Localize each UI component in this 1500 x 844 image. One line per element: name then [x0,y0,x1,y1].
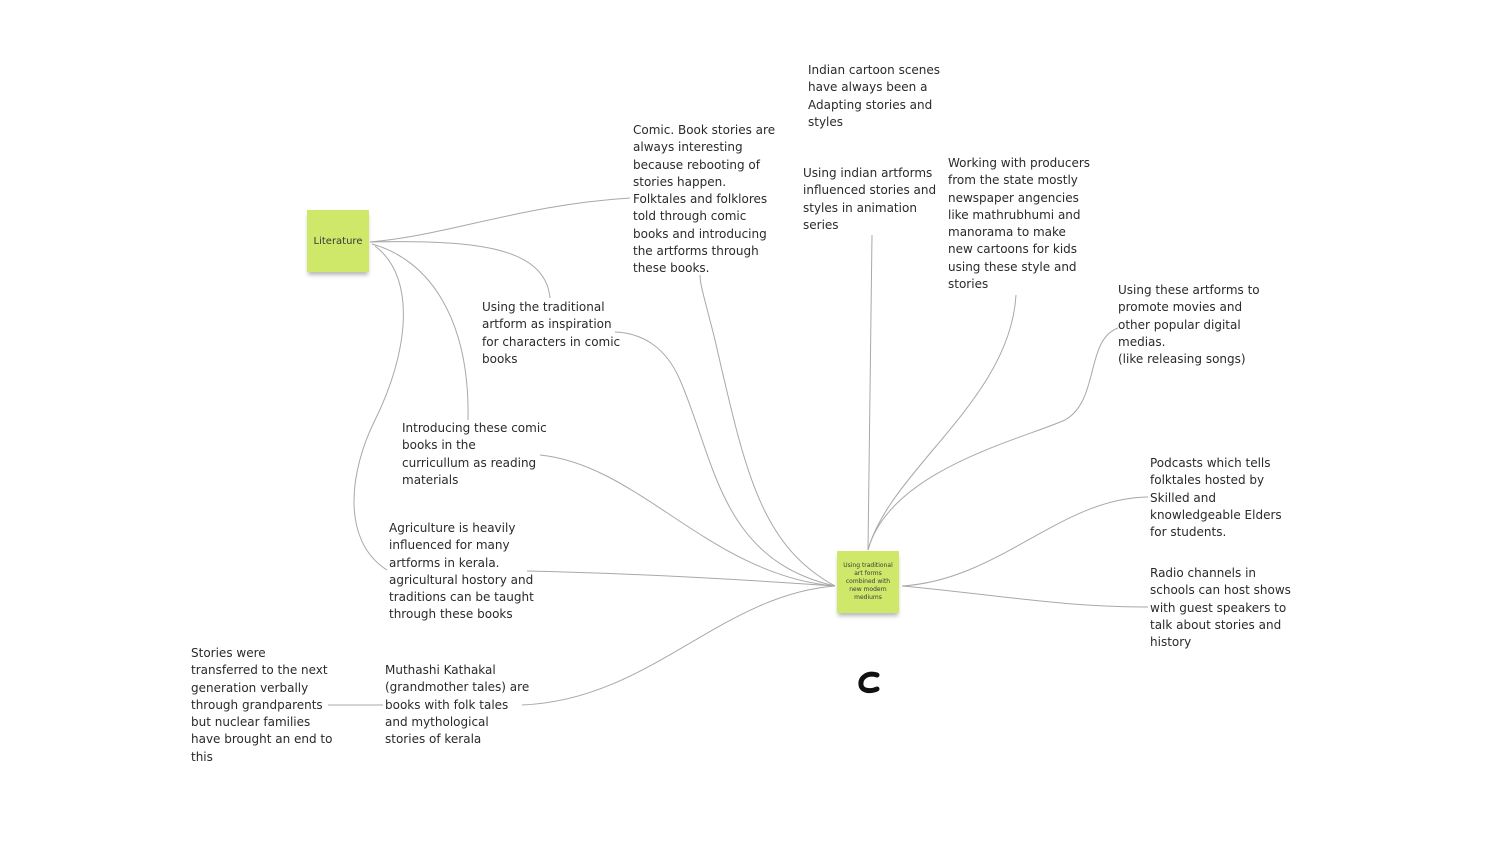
note-promote-movies[interactable]: Using these artforms to promote movies a… [1118,283,1260,367]
note-indian-artforms-animation[interactable]: Using indian artforms influenced stories… [803,166,937,232]
note-comic-book-stories[interactable]: Comic. Book stories are always interesti… [633,123,776,276]
sticky-note-central-topic[interactable]: Using traditional art forms combined wit… [837,551,899,613]
connector-center-comic-stories [699,274,836,587]
connector-center-producers [867,294,1017,551]
connector-center-radio [901,585,1149,608]
connector-center-promote-movies [867,327,1119,551]
connector-center-podcasts [901,496,1149,587]
connector-center-curriculum [539,454,836,587]
connector-center-muthashi [521,585,836,706]
connector-literature-traditional-inspiration [369,241,551,299]
note-cartoon-scenes[interactable]: Indian cartoon scenes have always been a… [808,63,941,129]
connector-center-traditional-inspiration [614,331,836,587]
connector-center-animation [867,234,873,551]
note-radio[interactable]: Radio channels in schools can host shows… [1150,566,1291,650]
connector-literature-curriculum [371,243,469,421]
note-producers[interactable]: Working with producers from the state mo… [948,156,1091,292]
note-stories-transferred[interactable]: Stories were transferred to the next gen… [191,646,333,764]
pen-scribble[interactable] [855,668,885,698]
connector-literature-comic-stories [369,197,631,243]
note-traditional-inspiration[interactable]: Using the traditional artform as inspira… [482,300,621,366]
note-muthashi-kathakal[interactable]: Muthashi Kathakal (grandmother tales) ar… [385,663,530,747]
note-podcasts[interactable]: Podcasts which tells folktales hosted by… [1150,456,1282,540]
sticky-note-literature[interactable]: Literature [307,210,369,272]
note-agriculture[interactable]: Agriculture is heavily influenced for ma… [389,521,534,622]
note-curriculum[interactable]: Introducing these comic books in the cur… [402,421,547,487]
connector-center-agriculture [526,570,836,587]
